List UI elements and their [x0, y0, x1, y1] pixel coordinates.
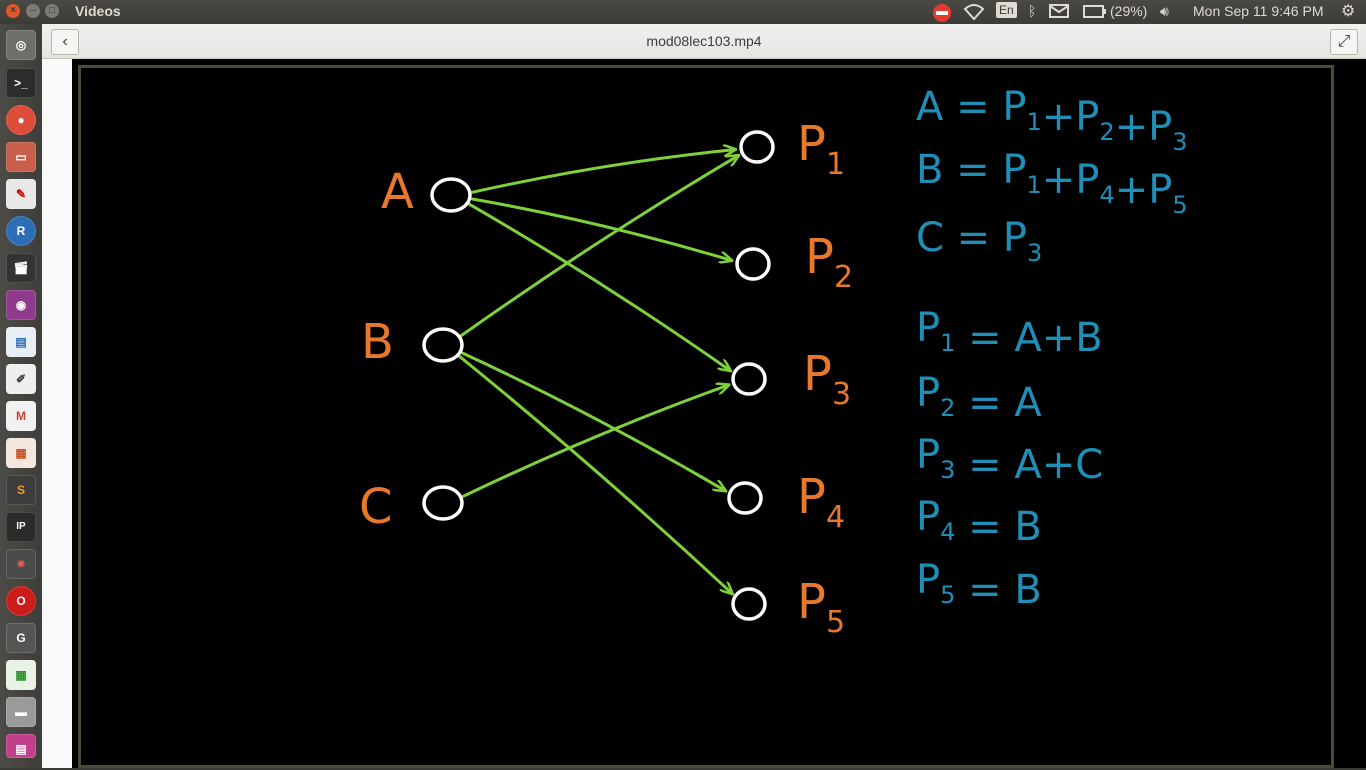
writer-icon[interactable]: ▤ [6, 327, 36, 357]
settings-icon[interactable]: ✷ [6, 549, 36, 579]
calc-icon[interactable]: ▦ [6, 660, 36, 690]
node-b [422, 327, 464, 363]
equation-6: P3 = A+C [916, 432, 1103, 488]
label-p5: P5 [797, 574, 845, 640]
node-p3 [731, 362, 767, 396]
volume-icon[interactable]: 🔊︎ [1160, 3, 1169, 19]
do-not-disturb-icon[interactable] [931, 3, 953, 26]
wifi-icon[interactable] [963, 3, 985, 24]
clock[interactable]: Mon Sep 11 9:46 PM [1193, 3, 1324, 19]
equation-4: P1 = A+B [916, 305, 1103, 361]
dash-icon[interactable]: ◎ [6, 30, 36, 60]
equations: A = P1+P2+P3B = P1+P4+P5C = P3 P1 = A+B P2… [916, 84, 1188, 613]
pdf-viewer-icon[interactable]: ✎ [6, 179, 36, 209]
video-editor-icon[interactable]: 🎬︎ [6, 253, 36, 283]
opera-icon[interactable]: O [6, 586, 36, 616]
edge-a-p1 [471, 149, 736, 194]
equation-1: A = P1+P2+P3 [916, 84, 1188, 156]
sublime-icon[interactable]: S [6, 475, 36, 505]
launcher: ◎ >_ ● ▭ ✎ R 🎬︎ ◉ ▤ ✐ M ▦ S IP ✷ O G ▦ ▬… [0, 24, 43, 768]
node-p4 [727, 481, 763, 515]
ipython-icon[interactable]: IP [6, 512, 36, 542]
label-b: B [361, 314, 394, 370]
r-icon[interactable]: R [6, 216, 36, 246]
edge-a-p2 [470, 197, 731, 260]
nodes [422, 130, 775, 621]
back-button[interactable]: ‹ [51, 29, 79, 55]
chrome-icon[interactable]: ● [6, 105, 36, 135]
label-c: C [359, 479, 393, 535]
label-a: A [381, 164, 414, 220]
equation-5: P2 = A [916, 370, 1042, 426]
edge-c-p3 [461, 385, 728, 498]
file-title: mod08lec103.mp4 [646, 33, 762, 49]
geogebra-icon[interactable]: G [6, 623, 36, 653]
label-p4: P4 [797, 469, 845, 535]
edges [458, 149, 739, 594]
label-p2: P2 [805, 229, 853, 295]
system-gear-icon[interactable]: ⚙ [1341, 3, 1356, 20]
equation-8: P5 = B [916, 557, 1042, 613]
edge-b-p1 [460, 156, 739, 337]
node-p1 [739, 130, 775, 164]
header-bar: ‹ mod08lec103.mp4 ⤢ [42, 24, 1366, 59]
bluetooth-icon[interactable]: ᛒ [1028, 3, 1037, 19]
equation-7: P4 = B [916, 494, 1042, 550]
equation-3: C = P3 [916, 215, 1042, 267]
mail-icon[interactable] [1049, 3, 1069, 22]
edge-b-p5 [458, 355, 732, 594]
label-p1: P1 [797, 116, 845, 182]
edge-b-p4 [461, 351, 726, 491]
node-a [430, 177, 472, 213]
files-icon[interactable]: ▭ [6, 142, 36, 172]
node-p5 [731, 587, 767, 621]
screen-recorder-icon[interactable]: ◉ [6, 290, 36, 320]
workspaces-icon[interactable]: ▤ [6, 734, 36, 758]
edge-a-p3 [468, 202, 731, 370]
keyboard-layout-indicator[interactable]: En [996, 2, 1017, 18]
battery-icon[interactable] [1083, 3, 1107, 22]
gmail-icon[interactable]: M [6, 401, 36, 431]
minimize-window-button[interactable]: – [26, 4, 40, 18]
close-window-button[interactable]: × [6, 4, 20, 18]
terminal-icon[interactable]: >_ [6, 68, 36, 98]
fullscreen-button[interactable]: ⤢ [1330, 29, 1358, 55]
top-panel: × – □ Videos En ᛒ (29%) 🔊︎ Mon Sep 11 9:… [0, 0, 1366, 24]
text-editor-icon[interactable]: ✐ [6, 364, 36, 394]
node-c [422, 485, 464, 521]
node-p2 [735, 247, 771, 281]
battery-percentage: (29%) [1110, 3, 1148, 19]
equation-2: B = P1+P4+P5 [916, 147, 1188, 219]
label-p3: P3 [803, 346, 851, 412]
drive-icon[interactable]: ▬ [6, 697, 36, 727]
impress-icon[interactable]: ▦ [6, 438, 36, 468]
app-title: Videos [75, 3, 121, 19]
maximize-window-button[interactable]: □ [45, 4, 59, 18]
